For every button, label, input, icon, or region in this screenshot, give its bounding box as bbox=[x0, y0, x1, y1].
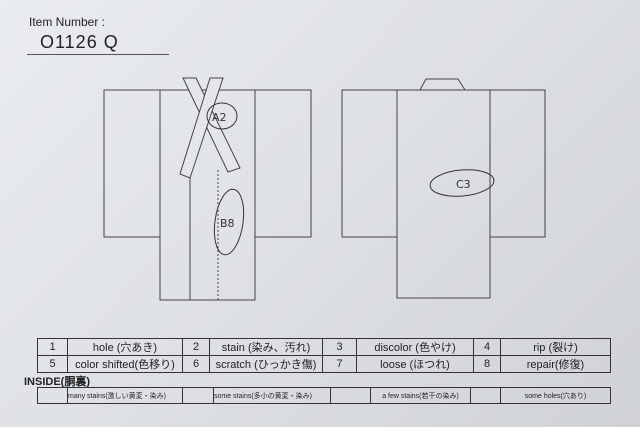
damage-marks bbox=[206, 102, 495, 256]
inside-option-label: some stains(多小の黄変・染み) bbox=[213, 387, 331, 404]
collar-band-left bbox=[179, 77, 224, 179]
legend-num: 5 bbox=[37, 355, 68, 373]
legend-num: 3 bbox=[322, 338, 357, 356]
inside-row: many stains(激しい黄変・染み) some stains(多小の黄変・… bbox=[37, 387, 611, 404]
inside-option-label: some holes(穴あり) bbox=[500, 387, 611, 404]
front-left-sleeve bbox=[103, 89, 161, 238]
legend-label: stain (染み、汚れ) bbox=[209, 338, 323, 356]
back-collar bbox=[419, 78, 466, 91]
damage-legend-table: 1 hole (穴あき) 2 stain (染み、汚れ) 3 discolor … bbox=[37, 338, 611, 373]
mark-label-b8: B8 bbox=[220, 217, 235, 230]
legend-label: hole (穴あき) bbox=[67, 338, 183, 356]
legend-label: rip (裂け) bbox=[500, 338, 611, 356]
mark-circle-a2 bbox=[206, 102, 238, 130]
front-right-sleeve bbox=[254, 89, 312, 238]
kimono-back bbox=[341, 78, 546, 299]
legend-label: repair(修復) bbox=[500, 355, 611, 373]
legend-num: 4 bbox=[473, 338, 501, 356]
item-number-underline bbox=[27, 54, 169, 55]
inside-heading: INSIDE(胴裏) bbox=[24, 376, 90, 388]
inside-checkbox[interactable] bbox=[470, 387, 501, 404]
inside-condition-table: many stains(激しい黄変・染み) some stains(多小の黄変・… bbox=[37, 387, 611, 404]
mark-label-a2: A2 bbox=[212, 111, 227, 124]
inside-option-label: many stains(激しい黄変・染み) bbox=[67, 387, 183, 404]
mark-circle-b8 bbox=[213, 188, 245, 256]
mark-circle-c3 bbox=[429, 169, 495, 197]
legend-num: 1 bbox=[37, 338, 68, 356]
legend-num: 8 bbox=[473, 355, 501, 373]
legend-row: 1 hole (穴あき) 2 stain (染み、汚れ) 3 discolor … bbox=[37, 338, 611, 356]
legend-label: discolor (色やけ) bbox=[356, 338, 474, 356]
legend-label: color shifted(色移り) bbox=[67, 355, 183, 373]
back-right-sleeve bbox=[489, 89, 546, 238]
legend-num: 6 bbox=[182, 355, 210, 373]
legend-label: scratch (ひっかき傷) bbox=[209, 355, 323, 373]
back-left-sleeve bbox=[341, 89, 398, 238]
inside-option-label: a few stains(若干の染み) bbox=[370, 387, 471, 404]
inside-checkbox[interactable] bbox=[330, 387, 371, 404]
inside-checkbox[interactable] bbox=[37, 387, 68, 404]
mark-label-c3: C3 bbox=[456, 178, 471, 191]
legend-num: 7 bbox=[322, 355, 357, 373]
legend-label: loose (ほつれ) bbox=[356, 355, 474, 373]
item-number-value: O1126 Q bbox=[40, 32, 119, 52]
legend-row: 5 color shifted(色移り) 6 scratch (ひっかき傷) 7… bbox=[37, 355, 611, 373]
item-number-label: Item Number : bbox=[29, 15, 106, 29]
inside-checkbox[interactable] bbox=[182, 387, 214, 404]
legend-num: 2 bbox=[182, 338, 210, 356]
